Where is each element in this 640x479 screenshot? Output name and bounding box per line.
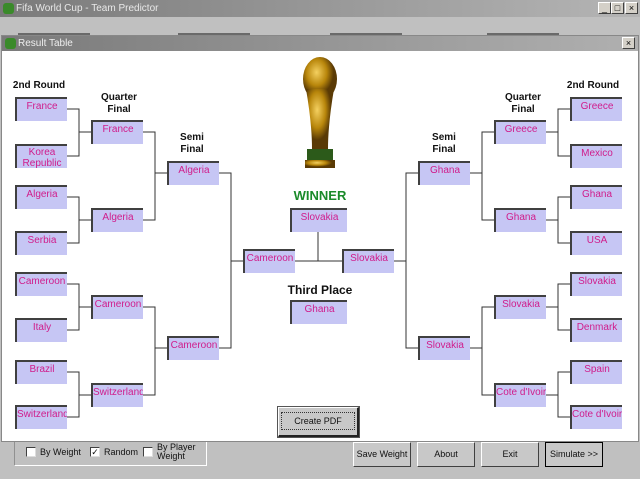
divider	[178, 33, 250, 35]
result-close-button[interactable]: ×	[622, 37, 635, 49]
winner-box: Slovakia	[290, 208, 347, 232]
qf-right-2: Ghana	[494, 208, 546, 232]
qf-right-1: Greece	[494, 120, 546, 144]
round16-right-3: Ghana	[570, 185, 622, 209]
by-player-weight-label: By Player Weight	[157, 442, 196, 461]
about-button[interactable]: About	[417, 442, 475, 467]
checkbox-box	[26, 447, 36, 457]
maximize-button[interactable]: □	[611, 2, 624, 14]
qf-left-3: Cameroon	[91, 295, 143, 319]
checkbox-box	[143, 447, 153, 457]
close-button[interactable]: ×	[625, 2, 638, 14]
create-pdf-label: Create PDF	[281, 412, 355, 430]
qf-left-2: Algeria	[91, 208, 143, 232]
qf-header-left: Quarter Final	[100, 92, 138, 115]
sf-right-2: Slovakia	[418, 336, 470, 360]
random-checkbox[interactable]: ✓ Random	[90, 447, 138, 457]
round16-left-7: Brazil	[15, 360, 67, 384]
window-title: Result Table	[18, 38, 73, 49]
sf-left-1: Algeria	[167, 161, 219, 185]
qf-left-4: Switzerland	[91, 383, 143, 407]
divider	[330, 33, 402, 35]
result-window-title-bar: Result Table ×	[2, 36, 638, 51]
window-icon	[5, 38, 16, 49]
qf-right-4: Cote d'Ivoire	[494, 383, 546, 407]
round16-right-2: Mexico	[570, 144, 622, 168]
app-title: Fifa World Cup - Team Predictor	[16, 3, 159, 14]
sf-right-1: Ghana	[418, 161, 470, 185]
round16-left-8: Switzerland	[15, 405, 67, 429]
qf-header-right: Quarter Final	[504, 92, 542, 115]
minimize-button[interactable]: _	[598, 2, 611, 14]
save-weight-button[interactable]: Save Weight	[353, 442, 411, 467]
round16-right-8: Cote d'Ivoire	[570, 405, 622, 429]
round16-left-1: France	[15, 97, 67, 121]
round16-left-6: Italy	[15, 318, 67, 342]
app-icon	[3, 3, 14, 14]
sf-header-left: Semi Final	[180, 132, 204, 155]
by-weight-label: By Weight	[40, 447, 81, 457]
round16-right-6: Denmark	[570, 318, 622, 342]
by-player-weight-checkbox[interactable]: By Player Weight	[143, 443, 201, 461]
checkbox-checked-icon: ✓	[90, 447, 100, 457]
by-weight-checkbox[interactable]: By Weight	[26, 447, 81, 457]
third-place-header: Third Place	[287, 283, 353, 297]
final-left: Cameroon	[243, 249, 295, 273]
round16-header-right: 2nd Round	[566, 80, 620, 91]
final-right: Slovakia	[342, 249, 394, 273]
random-label: Random	[104, 447, 139, 457]
round16-right-5: Slovakia	[570, 272, 622, 296]
round16-left-2: Korea Republic	[15, 144, 67, 168]
winner-header: WINNER	[293, 188, 347, 203]
round16-right-4: USA	[570, 231, 622, 255]
qf-left-1: France	[91, 120, 143, 144]
simulation-mode-group	[14, 442, 207, 466]
third-place-box: Ghana	[290, 300, 347, 324]
round16-right-1: Greece	[570, 97, 622, 121]
round16-header-left: 2nd Round	[12, 80, 66, 91]
round16-right-7: Spain	[570, 360, 622, 384]
app-title-bar: Fifa World Cup - Team Predictor	[0, 0, 640, 17]
sf-left-2: Cameroon	[167, 336, 219, 360]
round16-left-3: Algeria	[15, 185, 67, 209]
world-cup-trophy-icon	[303, 57, 337, 168]
create-pdf-button[interactable]: Create PDF	[277, 406, 360, 438]
divider	[487, 33, 559, 35]
sf-header-right: Semi Final	[432, 132, 456, 155]
qf-right-3: Slovakia	[494, 295, 546, 319]
simulate-button[interactable]: Simulate >>	[545, 442, 603, 467]
divider	[18, 33, 90, 35]
round16-left-5: Cameroon	[15, 272, 67, 296]
round16-left-4: Serbia	[15, 231, 67, 255]
exit-button[interactable]: Exit	[481, 442, 539, 467]
